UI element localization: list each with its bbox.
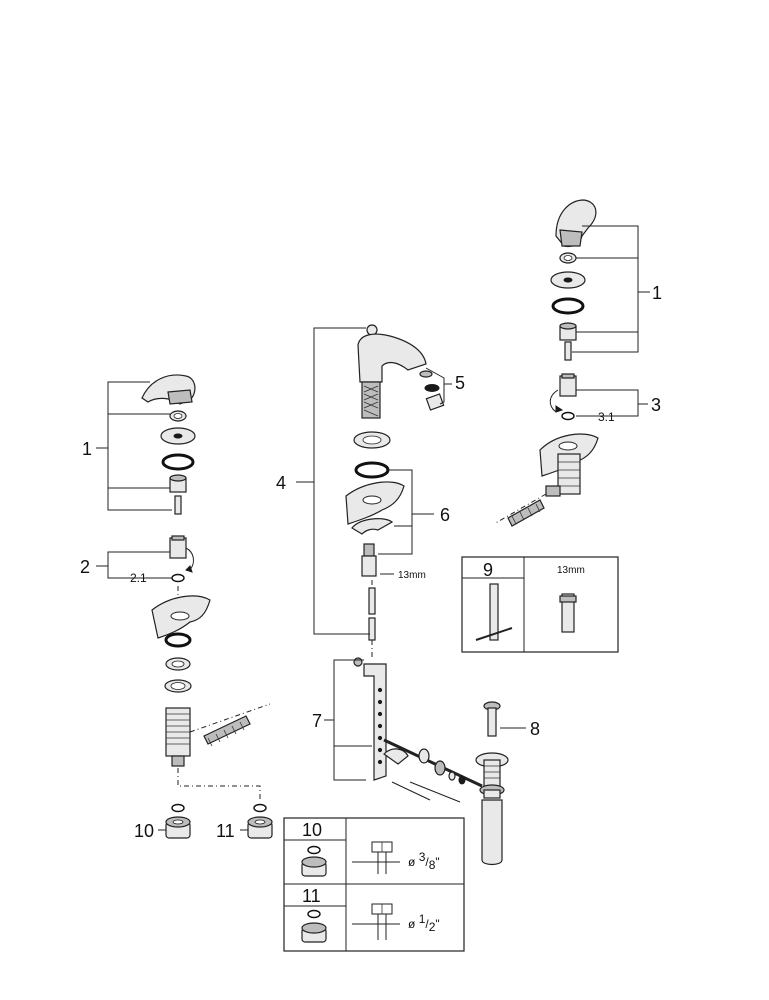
right-handle-assembly <box>493 199 599 527</box>
callout-3-1-label: 3.1 <box>598 410 615 424</box>
callout-10-label: 10 <box>134 821 154 841</box>
lift-rod-lower-icon <box>368 617 376 641</box>
callout-2-label: 2 <box>80 557 90 577</box>
callout-3-label: 3 <box>651 395 661 415</box>
callout-2: 2 2.1 <box>80 551 172 585</box>
callout-1-right-label: 1 <box>652 283 662 303</box>
spout-mounting-shank-icon <box>361 543 377 577</box>
callout-5-label: 5 <box>455 373 465 393</box>
fitting-11-nut-icon <box>247 816 273 839</box>
inset-tool-box: 9 13mm <box>461 556 619 653</box>
callout-6-label: 6 <box>440 505 450 525</box>
callout-1-left: 1 <box>82 381 172 511</box>
aerator-icon <box>419 370 445 411</box>
row-11-pipe-icon <box>352 903 400 940</box>
callout-8-label: 8 <box>530 719 540 739</box>
callout-7-label: 7 <box>312 711 322 731</box>
row-10-diameter: ø 3/8" <box>408 850 440 872</box>
callout-4-label: 4 <box>276 473 286 493</box>
left-2-1-oring-icon <box>171 573 185 583</box>
pivot-rod-icon <box>383 738 483 788</box>
row-10-pipe-icon <box>352 841 400 874</box>
drain-body-icon <box>475 701 509 866</box>
callout-8: 8 <box>500 719 540 739</box>
popup-assembly <box>353 657 509 866</box>
spout-gasket-icon <box>354 461 390 479</box>
left-valve-shank-icon <box>165 707 191 767</box>
right-valve-icon <box>549 373 577 413</box>
row-11-nut-icon <box>301 922 327 943</box>
tool-socket-icon <box>559 593 577 633</box>
callout-6: 6 <box>378 469 450 555</box>
right-large-oring-icon <box>551 297 585 315</box>
inset-tool-number: 9 <box>483 560 493 580</box>
fitting-11-washer-icon <box>253 803 267 813</box>
strap-screw-icon <box>353 657 363 667</box>
callout-11-label: 11 <box>216 821 235 841</box>
callout-4: 4 <box>276 327 370 635</box>
table-row-10-number: 10 <box>302 820 322 840</box>
callout-5: 5 <box>425 367 465 405</box>
left-washer-1-icon <box>164 632 192 648</box>
left-large-oring-icon <box>161 453 195 471</box>
row-10-washer-icon <box>307 845 321 855</box>
callout-3: 3 3.1 <box>576 389 661 424</box>
left-valve-icon <box>169 535 194 573</box>
table-row-11-number: 11 <box>302 886 321 906</box>
callout-1-right: 1 <box>572 225 662 353</box>
right-cartridge-icon <box>559 322 577 361</box>
fittings-10-11: 10 11 <box>134 768 273 841</box>
lift-rod-upper-icon <box>368 587 376 615</box>
pivot-strap-icon <box>353 657 387 781</box>
left-handle-assembly <box>141 374 271 767</box>
right-supply-hose-icon <box>493 493 547 527</box>
callout-2-1-left-label: 2.1 <box>130 571 147 585</box>
row-10-nut-icon <box>301 856 327 877</box>
spout-icon <box>357 324 427 419</box>
left-cartridge-icon <box>169 474 187 515</box>
tool-key-icon <box>475 583 513 641</box>
right-3-1-oring-icon <box>561 411 575 421</box>
fitting-10-nut-icon <box>165 816 191 839</box>
wrench-size-label: 13mm <box>398 570 426 581</box>
inset-fitting-table: 10 ø 3/8" 11 ø 1/2" <box>283 817 465 952</box>
callout-1-left-label: 1 <box>82 439 92 459</box>
callout-7: 7 <box>312 659 372 781</box>
row-11-washer-icon <box>307 909 321 919</box>
left-supply-hose-icon <box>189 703 271 747</box>
spout-assembly: 13mm <box>345 324 445 660</box>
right-valve-shank-icon <box>545 453 581 497</box>
horseshoe-washer-icon <box>351 518 394 535</box>
row-11-diameter: ø 1/2" <box>408 912 440 934</box>
fitting-10-washer-icon <box>171 803 185 813</box>
inset-tool-size: 13mm <box>557 565 585 576</box>
